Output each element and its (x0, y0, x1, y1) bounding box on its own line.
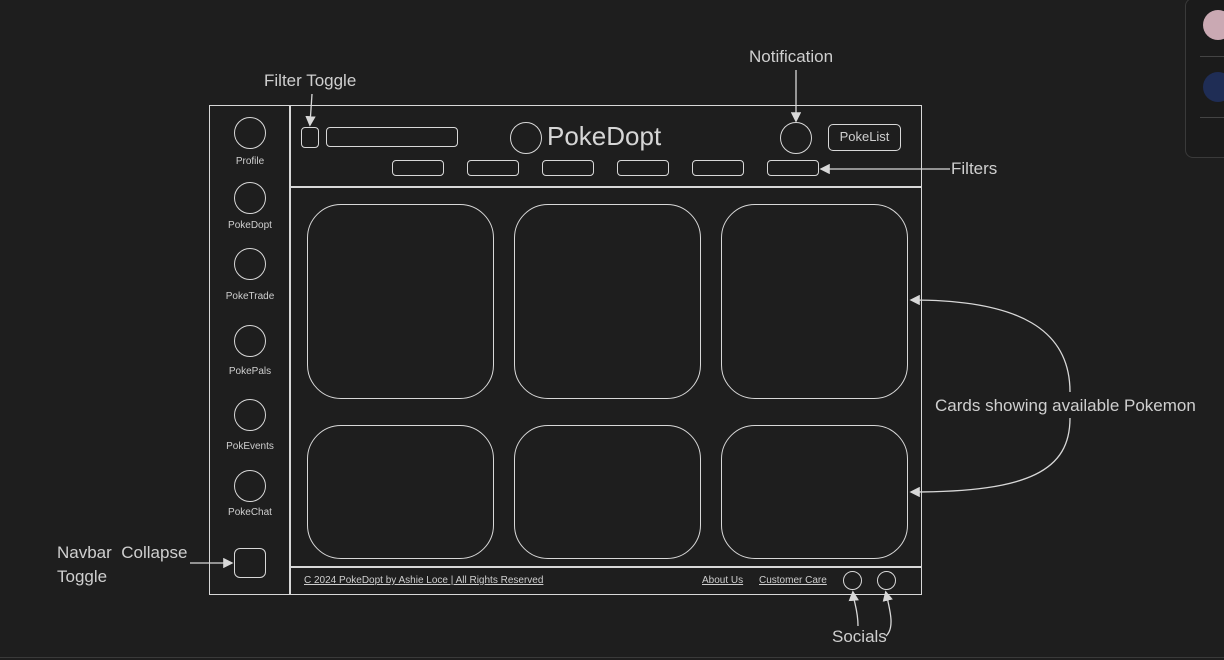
pokemon-card[interactable] (307, 204, 494, 399)
filter-chip[interactable] (692, 160, 744, 176)
footer-divider (290, 566, 922, 568)
sidebar-divider (289, 105, 291, 595)
pokechat-icon[interactable] (234, 470, 266, 502)
side-panel-divider (1200, 56, 1224, 57)
pokemon-card[interactable] (721, 425, 908, 559)
pokemon-card[interactable] (307, 425, 494, 559)
pokedopt-icon[interactable] (234, 182, 266, 214)
page-edge (0, 657, 1224, 658)
header-divider (290, 186, 922, 188)
pokelist-button[interactable]: PokeList (828, 124, 901, 151)
annotation-socials: Socials (832, 627, 887, 646)
logo-icon (510, 122, 542, 154)
annotation-cards: Cards showing available Pokemon (935, 396, 1196, 415)
about-us-link[interactable]: About Us (702, 575, 744, 586)
social-icon[interactable] (843, 571, 862, 590)
socials-arrow-right (882, 590, 893, 637)
sidebar-item-profile[interactable]: Profile (235, 156, 265, 167)
filter-toggle-button[interactable] (301, 127, 319, 148)
filter-chip[interactable] (392, 160, 444, 176)
profile-icon[interactable] (234, 117, 266, 149)
app-title: PokeDopt (547, 121, 662, 151)
filter-toggle-arrow (305, 93, 316, 127)
pokemon-card[interactable] (721, 204, 908, 399)
customer-care-link[interactable]: Customer Care (759, 575, 827, 586)
filter-chip[interactable] (617, 160, 669, 176)
sidebar-item-pokechat[interactable]: PokeChat (228, 507, 272, 518)
cards-arrow-bottom (909, 417, 1071, 498)
social-icon[interactable] (877, 571, 896, 590)
annotation-filter-toggle: Filter Toggle (264, 71, 357, 90)
filter-chip[interactable] (767, 160, 819, 176)
socials-arrow-left (848, 590, 859, 627)
pokevents-icon[interactable] (234, 399, 266, 431)
annotation-navbar-collapse: Navbar Collapse Toggle (57, 543, 188, 586)
avatar[interactable] (1203, 10, 1224, 40)
pokemon-card[interactable] (514, 204, 701, 399)
sidebar-item-pokevents[interactable]: PokEvents (226, 441, 274, 452)
search-input[interactable] (326, 127, 458, 147)
sidebar-item-pokedopt[interactable]: PokeDopt (228, 220, 272, 231)
cards-arrow-top (909, 294, 1071, 393)
navbar-collapse-toggle[interactable] (234, 548, 266, 578)
pokepals-icon[interactable] (234, 325, 266, 357)
app-frame (209, 105, 922, 595)
side-panel-divider (1200, 117, 1224, 118)
avatar[interactable] (1203, 72, 1224, 102)
sidebar-item-poketrade[interactable]: PokeTrade (225, 291, 275, 302)
filter-chip[interactable] (542, 160, 594, 176)
poketrade-icon[interactable] (234, 248, 266, 280)
filter-chip[interactable] (467, 160, 519, 176)
sidebar-item-pokepals[interactable]: PokePals (228, 366, 272, 377)
annotation-notification: Notification (749, 47, 834, 66)
copyright-text: C 2024 PokeDopt by Ashie Loce | All Righ… (304, 575, 544, 586)
annotation-filters: Filters (951, 159, 998, 178)
pokemon-card[interactable] (514, 425, 701, 559)
